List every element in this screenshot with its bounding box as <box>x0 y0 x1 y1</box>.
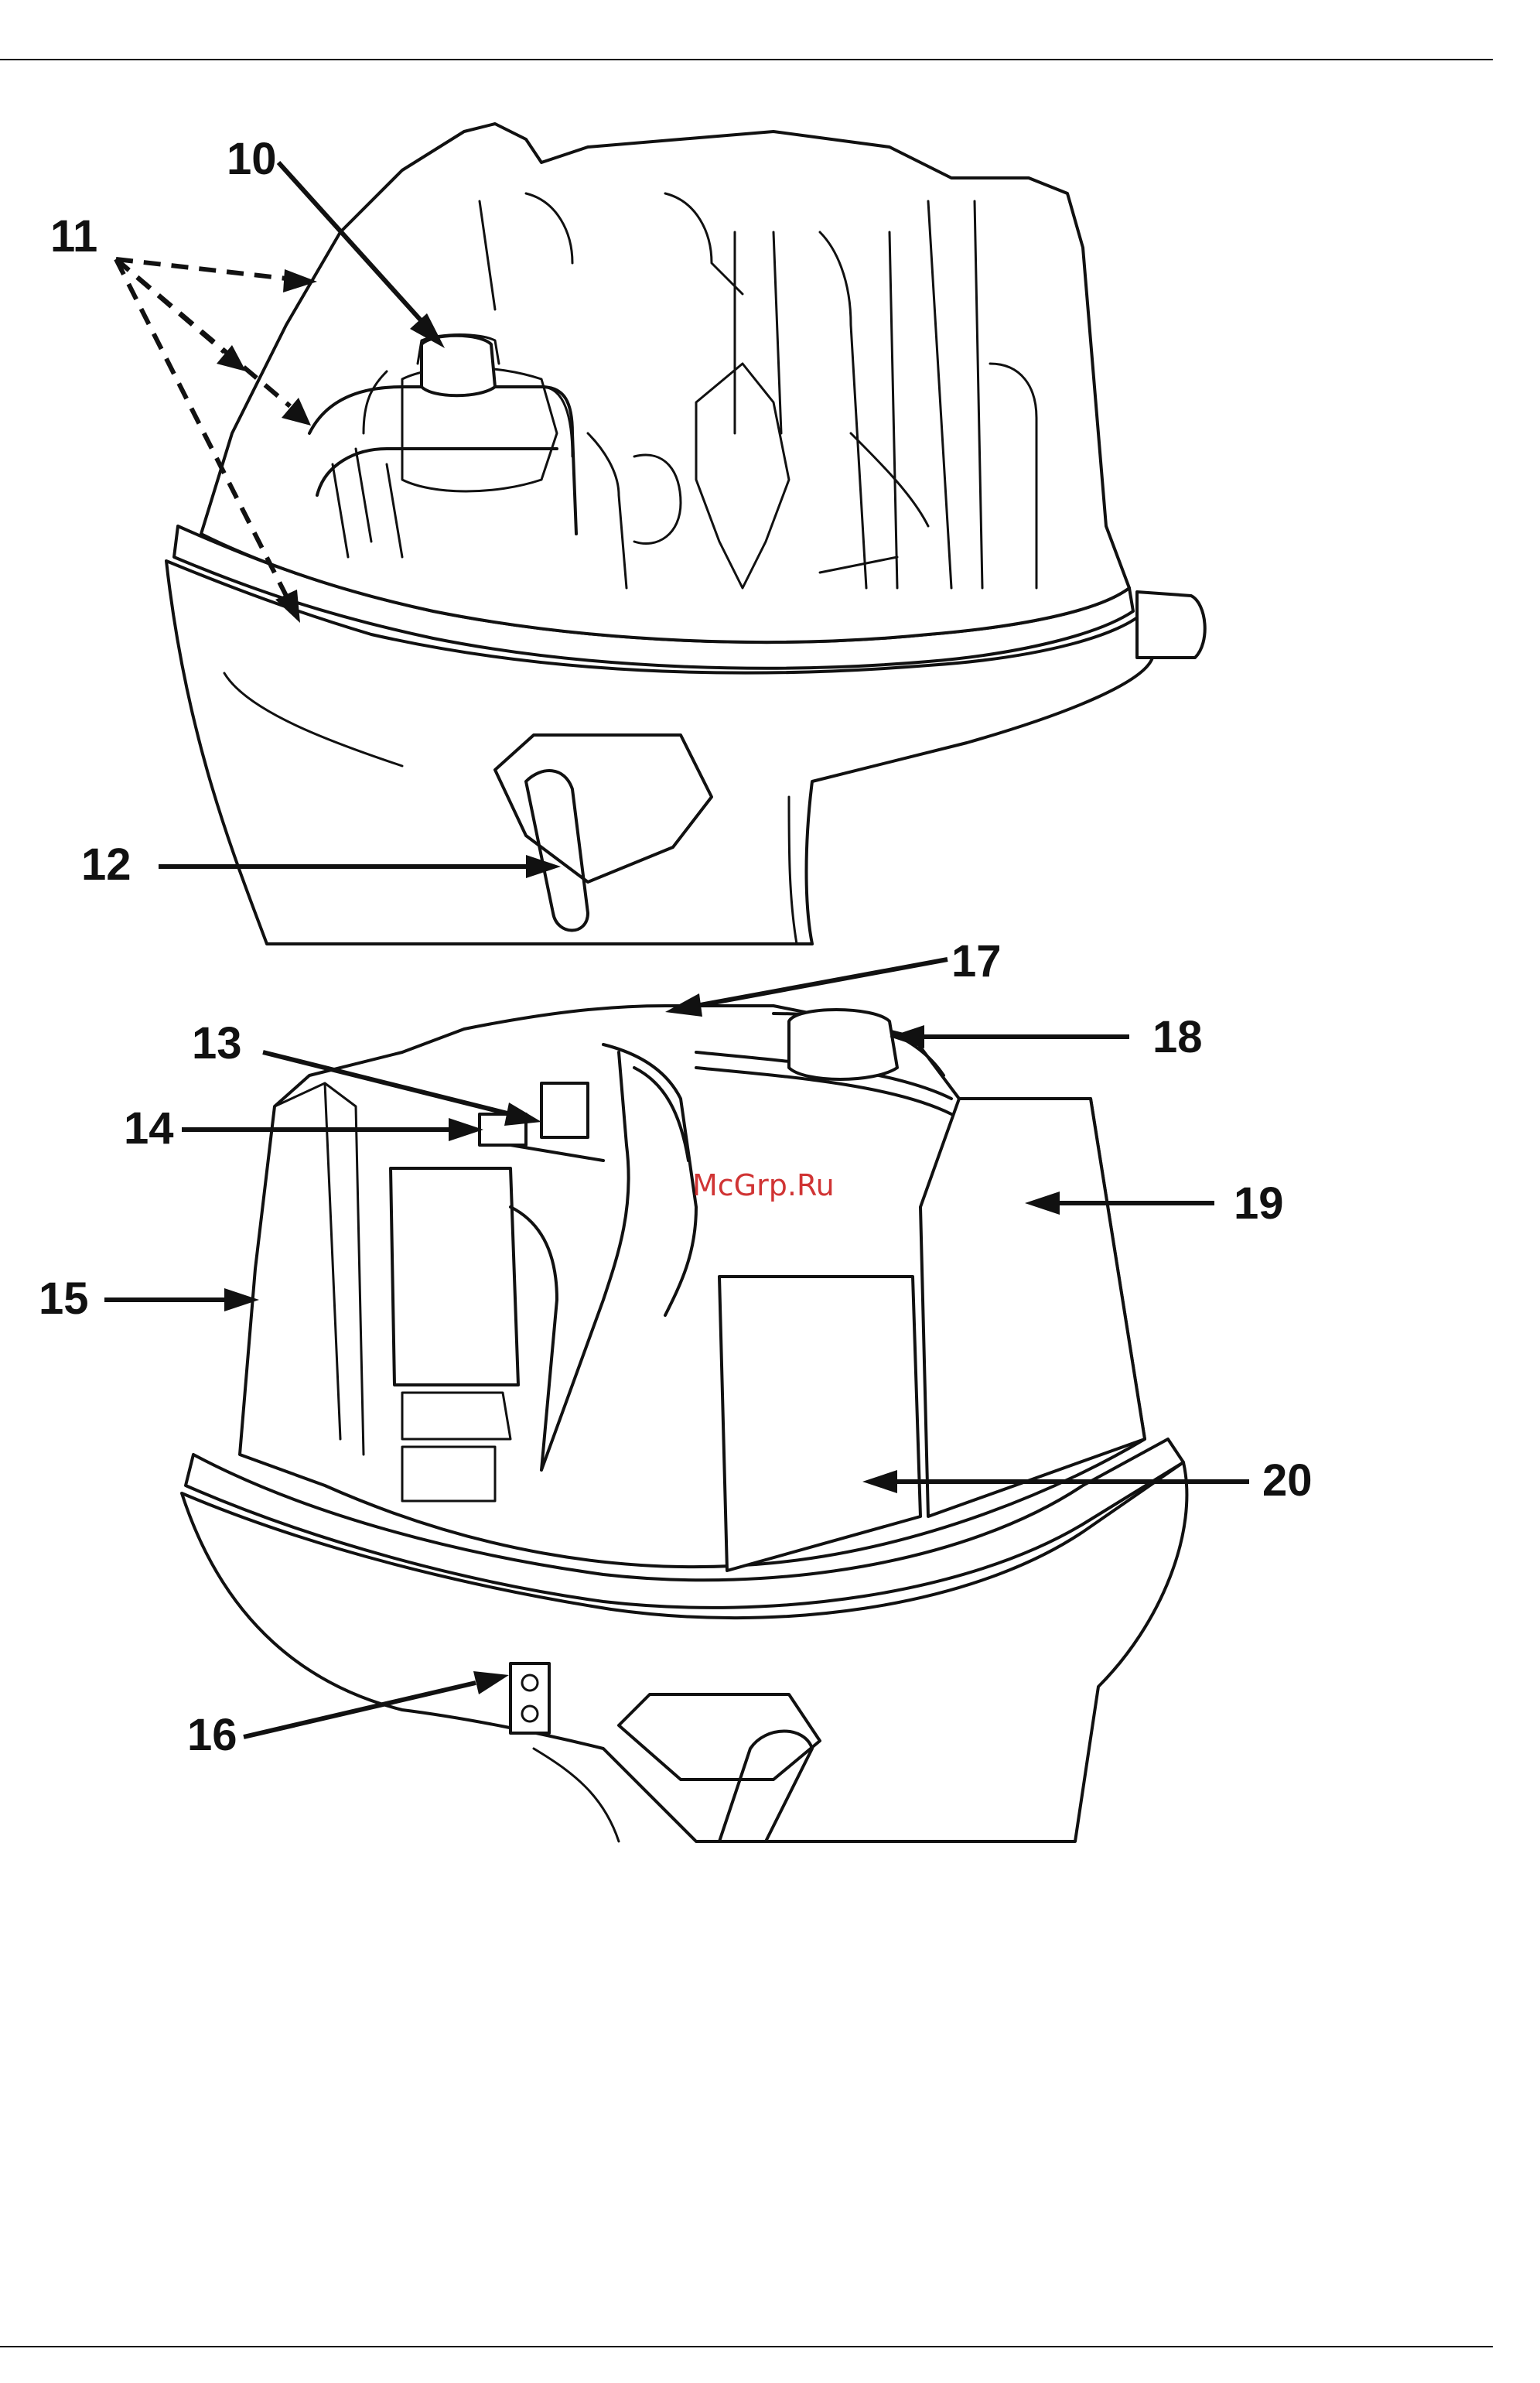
callout-16: 16 <box>187 1710 237 1760</box>
callout-14: 14 <box>124 1103 174 1154</box>
arrow-11a <box>116 259 286 279</box>
upper-tiller-end <box>1137 592 1205 658</box>
lower-relay-block <box>541 1083 588 1137</box>
watermark: McGrp.Ru <box>692 1168 835 1202</box>
arrow-17 <box>696 959 948 1006</box>
callout-10: 10 <box>227 134 277 184</box>
upper-engine-block <box>201 124 1129 642</box>
lower-starter-motor <box>391 1168 518 1385</box>
callout-13: 13 <box>192 1018 242 1068</box>
upper-fuel-filter <box>422 336 495 396</box>
callout-19: 19 <box>1234 1178 1284 1229</box>
lower-reservoir-cap <box>789 1010 897 1079</box>
callout-17: 17 <box>951 936 1002 986</box>
upper-engine-illustration <box>166 124 1205 944</box>
lower-cowl-contour <box>534 1749 619 1841</box>
callout-12: 12 <box>81 839 131 890</box>
callout-18: 18 <box>1152 1012 1203 1062</box>
callout-11: 11 <box>50 211 97 262</box>
callout-15: 15 <box>39 1274 89 1324</box>
callout-20: 20 <box>1262 1455 1313 1506</box>
